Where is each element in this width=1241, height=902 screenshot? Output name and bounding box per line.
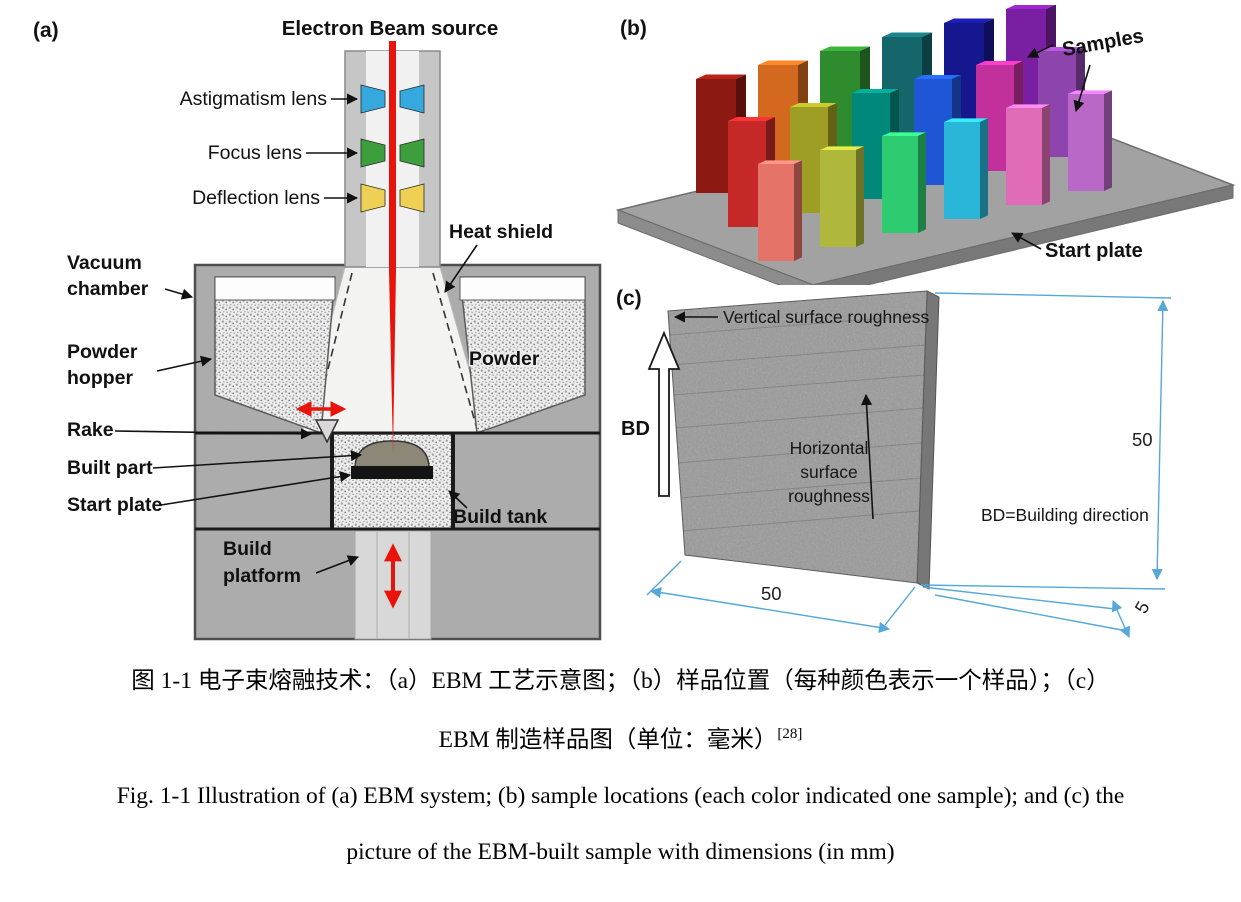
astigmatism-lens-pair [360, 84, 425, 114]
deflection-lens-pair [360, 183, 425, 213]
rake-label: Rake [67, 419, 114, 441]
heat-shield-label: Heat shield [449, 221, 553, 243]
caption-zh-line1: 图 1-1 电子束熔融技术：（a）EBM 工艺示意图；（b）样品位置（每种颜色表… [131, 668, 1110, 694]
sample-plate [758, 160, 802, 261]
svg-text:50: 50 [1132, 429, 1153, 450]
deflection-lens-label: Deflection lens [192, 187, 320, 209]
vacuum-chamber-label-1: Vacuum [67, 252, 142, 274]
panel-a-ebm-schematic: (a) Electron Beam source Astigmatism len… [33, 17, 602, 641]
vacuum-chamber-arrow [164, 288, 194, 300]
caption-zh-line2-text: EBM 制造样品图（单位：毫米） [438, 726, 778, 753]
astigmatism-lens-label: Astigmatism lens [180, 88, 328, 110]
vertical-roughness-label: Vertical surface roughness [723, 307, 929, 327]
rake-arrow [114, 428, 313, 440]
bd-legend-label: BD=Building direction [981, 505, 1149, 525]
figure-caption: 图 1-1 电子束熔融技术：（a）EBM 工艺示意图；（b）样品位置（每种颜色表… [0, 668, 1241, 898]
rake-blade [314, 419, 340, 444]
powder-label: Powder [469, 348, 540, 370]
electron-beam-source-label: Electron Beam source [282, 17, 498, 40]
bd-label: BD [621, 418, 650, 440]
built-part-arrow [152, 450, 363, 469]
sample-plate [1068, 90, 1112, 191]
start-plate-arrow-b [1011, 232, 1042, 250]
samples-label: Samples [1061, 25, 1146, 61]
powder-hopper-label-1: Powder [67, 341, 138, 363]
samples-group [696, 5, 1112, 261]
dimension-side-height: 50 [920, 292, 1172, 590]
caption-en-line2: picture of the EBM-built sample with dim… [346, 839, 895, 866]
svg-text:50: 50 [761, 583, 782, 604]
horizontal-roughness-label-2: surface [800, 462, 857, 482]
build-tank-arrow [448, 490, 468, 509]
samples-arrow-1 [1026, 44, 1054, 58]
dimension-thickness: 5 [922, 586, 1154, 639]
sample-plate [1006, 104, 1050, 205]
built-part-label: Built part [67, 457, 153, 479]
build-platform-label-2: platform [223, 565, 301, 587]
focus-lens-pair [360, 138, 425, 168]
caption-zh-line2: EBM 制造样品图（单位：毫米）[28] [0, 725, 1241, 753]
powder-hopper-arrow [156, 355, 213, 372]
panel-b-tag: (b) [620, 17, 647, 40]
sample-plate [820, 146, 864, 247]
svg-text:5: 5 [1130, 598, 1153, 617]
sample-photo [667, 290, 940, 590]
dimension-bottom-width: 50 [646, 560, 916, 633]
panel-c-sample-photo: (c) Vertical surface roughness BD Horizo… [616, 287, 1172, 639]
powder-hopper-label-2: hopper [67, 367, 133, 389]
heat-shield-right-dashed-line [432, 272, 478, 430]
panel-a-tag: (a) [33, 19, 59, 42]
building-direction-arrow [647, 330, 681, 497]
start-plate-label: Start plate [67, 494, 163, 516]
panel-b-sample-locations: (b) Samples Start plate [615, 5, 1236, 285]
build-platform-arrow [315, 555, 360, 574]
horizontal-roughness-arrow [860, 393, 874, 520]
powder-hopper-right [459, 276, 586, 435]
heat-shield-arrow [444, 244, 478, 293]
horizontal-roughness-label-1: Horizontal [790, 438, 869, 458]
horizontal-roughness-label-3: roughness [788, 486, 870, 506]
sample-plate [882, 132, 926, 233]
caption-reference: [28] [777, 725, 803, 742]
start-plate-bar [351, 466, 433, 479]
start-plate-arrow [160, 471, 352, 506]
vacuum-chamber-label-2: chamber [67, 278, 149, 300]
sample-plate [944, 118, 988, 219]
panel-c-tag: (c) [616, 287, 642, 310]
start-plate-label-b: Start plate [1045, 240, 1143, 262]
electron-beam-focused [389, 271, 396, 453]
samples-arrow-2 [1073, 64, 1091, 113]
build-platform-label-1: Build [223, 538, 272, 560]
electron-beam [389, 41, 396, 271]
focus-lens-label: Focus lens [208, 142, 303, 164]
caption-en-line1: Fig. 1-1 Illustration of (a) EBM system;… [116, 782, 1125, 809]
build-tank-label: Build tank [453, 506, 547, 528]
